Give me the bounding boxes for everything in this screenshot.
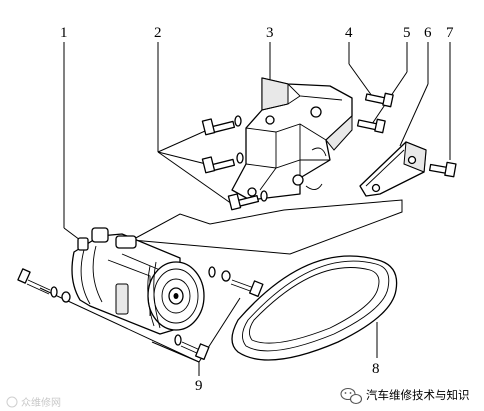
drive-belt xyxy=(231,255,398,361)
callout-5: 5 xyxy=(403,25,411,41)
bolt-5 xyxy=(356,118,386,134)
callout-7: 7 xyxy=(446,25,454,41)
bolt-9-left xyxy=(17,268,71,303)
bolt-9-bottom xyxy=(174,334,210,361)
watermark-left: 众维修网 xyxy=(6,396,61,409)
callout-8: 8 xyxy=(372,361,380,377)
callout-9: 9 xyxy=(195,378,203,394)
mounting-bracket xyxy=(231,77,353,201)
callout-2: 2 xyxy=(154,25,162,41)
bolt-upper xyxy=(201,115,242,136)
ac-compressor xyxy=(71,227,205,335)
callout-6: 6 xyxy=(424,25,432,41)
bolt-lower xyxy=(227,190,268,211)
callout-4: 4 xyxy=(345,25,353,41)
support-bracket xyxy=(359,141,427,197)
bolt-7 xyxy=(428,161,457,178)
bolt-middle xyxy=(201,152,244,174)
watermark-left-text: 众维修网 xyxy=(21,396,61,409)
bolt-4 xyxy=(364,92,394,108)
bolt-9-right xyxy=(208,266,264,298)
wechat-icon xyxy=(340,387,363,405)
watermark-right-text: 汽车维修技术与知识 xyxy=(366,388,470,402)
watermark-right: 汽车维修技术与知识 xyxy=(340,387,470,405)
leader-lines xyxy=(39,42,451,376)
bracket-bolts xyxy=(201,115,268,211)
callout-1: 1 xyxy=(60,25,68,41)
callout-3: 3 xyxy=(266,25,274,41)
compressor-bolts xyxy=(17,266,264,361)
